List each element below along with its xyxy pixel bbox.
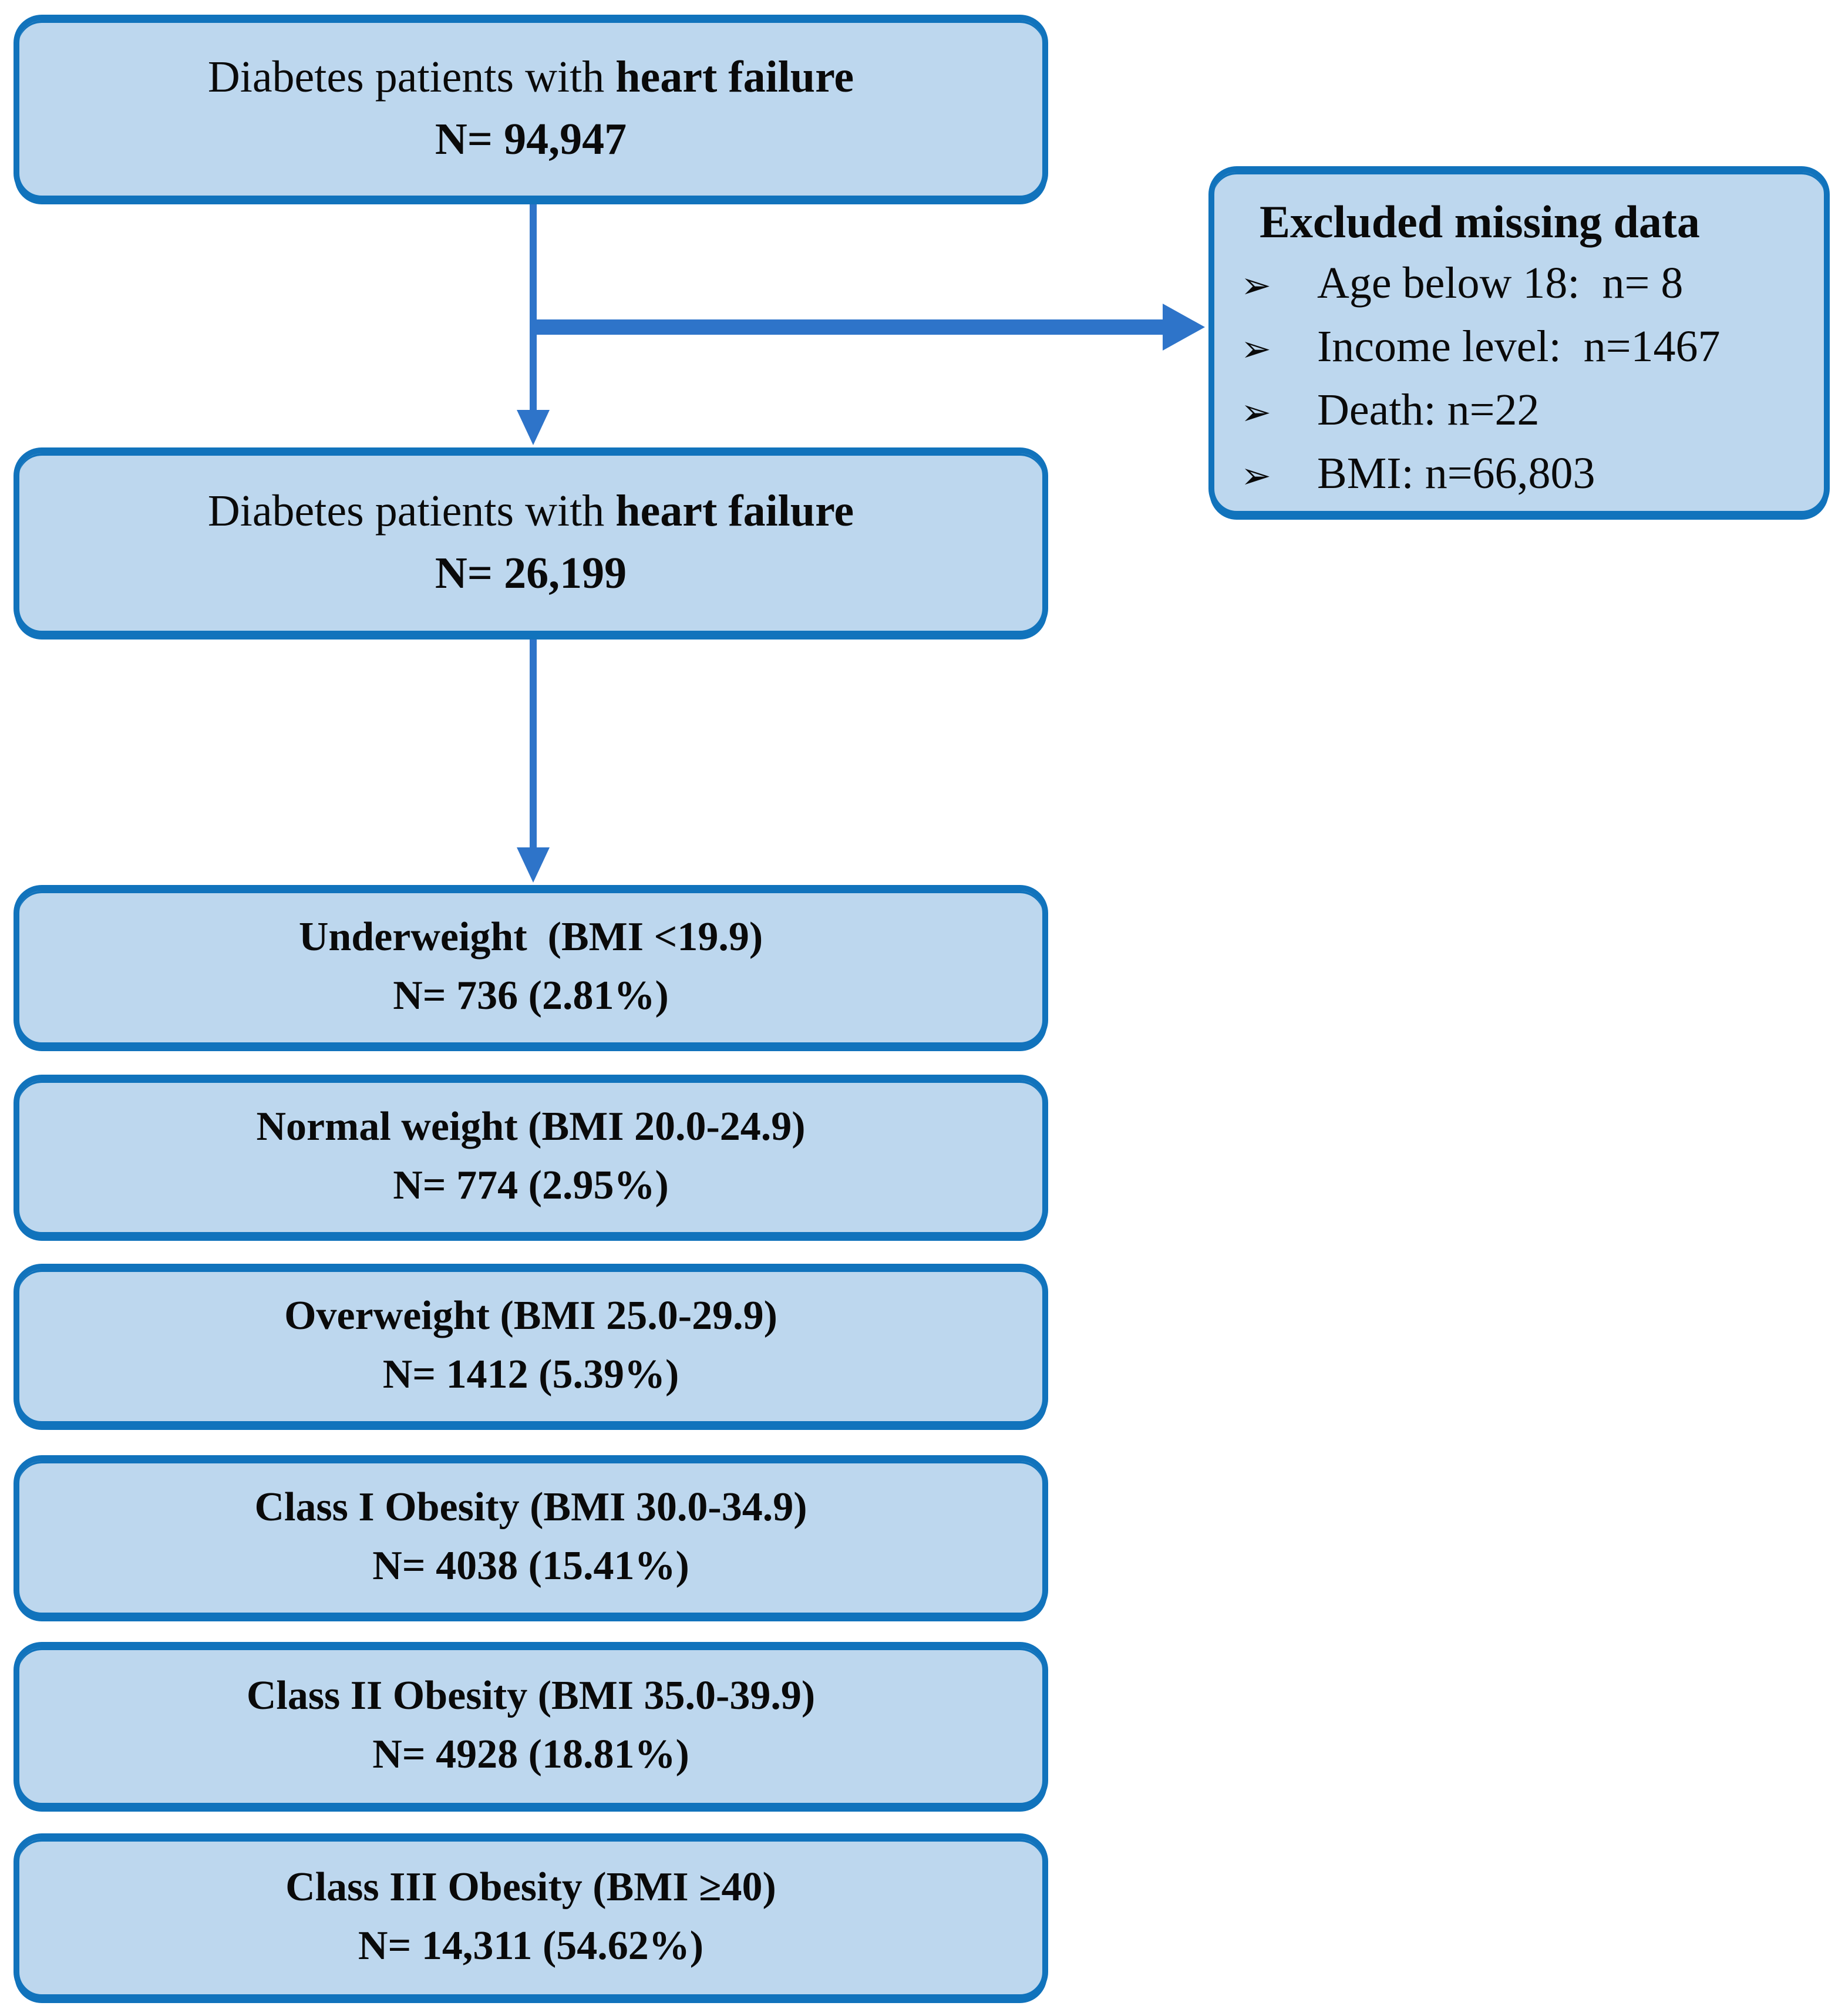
bmi-box-class2-obesity-label: Class II Obesity (BMI 35.0-39.9) [246,1673,816,1718]
bmi-box-class1-obesity-label: Class I Obesity (BMI 30.0-34.9) [254,1485,807,1530]
bullet-arrowhead-icon: ➢ [1241,264,1271,307]
filtered-population-label: Diabetes patients with heart failure [208,480,854,542]
bmi-box-underweight-label: Underweight (BMI <19.9) [298,914,763,960]
bmi-box-underweight: Underweight (BMI <19.9) N= 736 (2.81%) [14,885,1048,1048]
bmi-box-normal-weight: Normal weight (BMI 20.0-24.9) N= 774 (2.… [14,1075,1048,1238]
excluded-item-bmi: ➢ BMI: n=66,803 [1241,443,1595,506]
source-population-count: N= 94,947 [435,115,627,164]
source-label-bold: heart failure [615,52,854,102]
bmi-box-underweight-count: N= 736 (2.81%) [393,973,669,1018]
bmi-box-overweight-count: N= 1412 (5.39%) [382,1352,679,1397]
bullet-arrowhead-icon: ➢ [1241,327,1271,370]
bmi-box-class3-obesity: Class III Obesity (BMI ≥40) N= 14,311 (5… [14,1833,1048,2000]
excluded-item-bmi-text: BMI: n=66,803 [1317,449,1595,498]
connector-filtered-to-categories-arrowhead [517,847,550,883]
source-population-box: Diabetes patients with heart failure N= … [14,15,1048,201]
bmi-box-class1-obesity-count: N= 4038 (15.41%) [372,1543,689,1588]
excluded-item-age: ➢ Age below 18: n= 8 [1241,253,1683,316]
bmi-box-class2-obesity: Class II Obesity (BMI 35.0-39.9) N= 4928… [14,1642,1048,1809]
filtered-label-bold: heart failure [615,486,854,536]
source-population-label: Diabetes patients with heart failure [208,46,854,108]
filtered-population-box: Diabetes patients with heart failure N= … [14,447,1048,637]
bmi-box-overweight-label: Overweight (BMI 25.0-29.9) [284,1293,777,1338]
bmi-box-overweight: Overweight (BMI 25.0-29.9) N= 1412 (5.39… [14,1264,1048,1427]
excluded-item-income: ➢ Income level: n=1467 [1241,316,1721,379]
filtered-population-count: N= 26,199 [435,548,627,598]
excluded-item-death-text: Death: n=22 [1317,385,1540,435]
bmi-box-normal-weight-count: N= 774 (2.95%) [393,1163,669,1208]
bmi-box-class1-obesity: Class I Obesity (BMI 30.0-34.9) N= 4038 … [14,1455,1048,1618]
excluded-item-death: ➢ Death: n=22 [1241,379,1539,443]
connector-source-to-filtered-arrowhead [517,410,550,445]
bmi-box-class3-obesity-label: Class III Obesity (BMI ≥40) [285,1864,776,1910]
connector-to-excluded-arrowhead [1163,304,1205,351]
excluded-box: Excluded missing data ➢ Age below 18: n=… [1208,166,1830,517]
bmi-box-class3-obesity-count: N= 14,311 (54.62%) [358,1923,704,1968]
excluded-item-income-text: Income level: n=1467 [1317,322,1721,371]
source-label-regular: Diabetes patients with [207,52,616,102]
excluded-title: Excluded missing data [1260,196,1700,247]
bullet-arrowhead-icon: ➢ [1241,391,1271,433]
bullet-arrowhead-icon: ➢ [1241,454,1271,497]
bmi-box-normal-weight-label: Normal weight (BMI 20.0-24.9) [256,1104,806,1149]
filtered-label-regular: Diabetes patients with [207,486,616,536]
excluded-item-age-text: Age below 18: n= 8 [1317,258,1684,308]
bmi-box-class2-obesity-count: N= 4928 (18.81%) [372,1732,689,1777]
